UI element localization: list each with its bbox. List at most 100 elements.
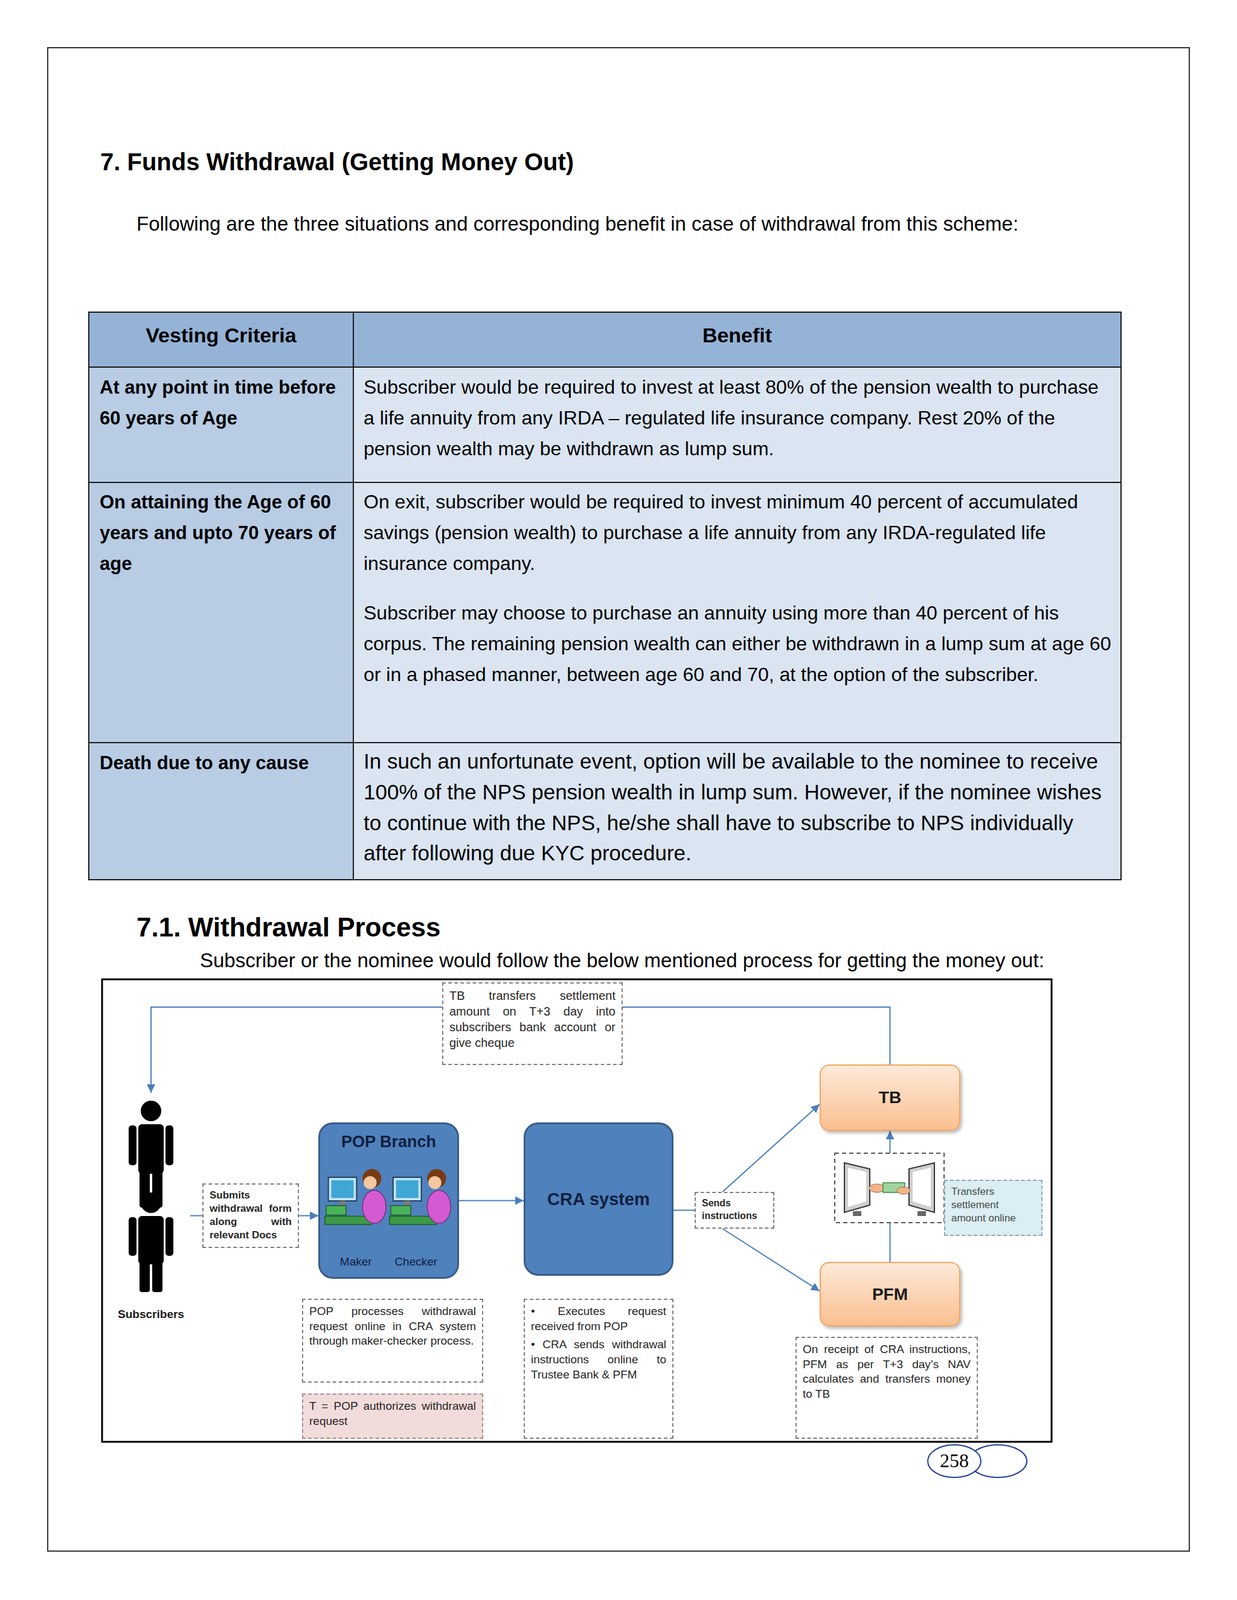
table-header: Benefit (353, 321, 1122, 349)
monitor-stand (917, 1211, 926, 1217)
table-grid (88, 312, 1122, 881)
table-cell (88, 742, 354, 881)
subscribers-actor: Subscribers (111, 1093, 191, 1322)
node-text: Submits withdrawal form along with relev… (209, 1189, 292, 1243)
label-box: Vesting Criteria (88, 321, 354, 349)
table-cell: Subscriber may choose to purchase an ann… (363, 597, 1113, 691)
node-text: • CRA sends withdrawal instructions onli… (530, 1337, 667, 1383)
label-box: 258 (928, 1450, 980, 1472)
figure-head (140, 1192, 162, 1214)
text-row: TB (825, 1088, 955, 1108)
cra-system-box: CRA system (523, 1122, 674, 1277)
page-number-ellipse (927, 1445, 981, 1478)
label-box: Death due to any cause (99, 747, 345, 779)
intro-text: Following are the three situations and c… (136, 211, 1224, 238)
monitor (844, 1163, 870, 1213)
table-cell (353, 742, 1122, 881)
step-note: Sends instructions (694, 1192, 775, 1230)
subsection-title: 7.1. Withdrawal Process (136, 912, 862, 945)
callout-note: • Executes request received from POP• CR… (523, 1299, 674, 1440)
label-box: On attaining the Age of 60 years and upt… (99, 486, 345, 580)
figure-arm (128, 1217, 137, 1257)
label-box: At any point in time before 60 years of … (99, 372, 345, 434)
table-header-cell (353, 312, 1122, 368)
figure-leg (139, 1262, 150, 1293)
node-text: On receipt of CRA instructions, PFM as p… (802, 1342, 971, 1403)
monitor-screen (848, 1168, 867, 1208)
body (362, 1190, 386, 1224)
figure-leg (152, 1262, 163, 1293)
section-title: 7. Funds Withdrawal (Getting Money Out) (100, 147, 946, 177)
text-row: On receipt of CRA instructions, PFM as p… (802, 1342, 971, 1403)
monitor (328, 1177, 357, 1202)
table-cell: At any point in time before 60 years of … (99, 372, 345, 434)
intro-text: Subscriber or the nominee would follow t… (199, 948, 1227, 974)
text-row: Sends instructions (701, 1197, 768, 1224)
monitor-stand (852, 1211, 862, 1217)
node-text: TB transfers settlement amount on T+3 da… (449, 988, 616, 1051)
monitor-screen (912, 1168, 931, 1208)
table-header: Vesting Criteria (88, 321, 354, 349)
table-cell: Subscriber would be required to invest a… (363, 372, 1113, 466)
flow-connector (622, 1007, 891, 1065)
table-cell (88, 367, 354, 483)
node-text: Checker (394, 1255, 438, 1270)
body (427, 1190, 451, 1224)
text-row: Subscribers (111, 1308, 191, 1322)
monitor-screen (331, 1180, 354, 1199)
text-row: T = POP authorizes withdrawal request (309, 1399, 476, 1430)
label-box: 7.1. Withdrawal Process (136, 912, 862, 945)
monitor-screen (396, 1180, 419, 1199)
icon-frame (834, 1153, 945, 1224)
label-box: In such an unfortunate event, option wil… (363, 746, 1113, 870)
hand (869, 1184, 885, 1193)
face (363, 1176, 377, 1190)
node-text: • Executes request received from POP (530, 1304, 667, 1335)
callout-note: On receipt of CRA instructions, PFM as p… (795, 1337, 978, 1440)
flow-connector (190, 1215, 203, 1218)
callout-note: POP processes withdrawal request online … (302, 1299, 484, 1384)
callout-note: TB transfers settlement amount on T+3 da… (442, 982, 623, 1066)
flow-connector (298, 1215, 319, 1218)
computer-case (390, 1206, 411, 1216)
computer-case (326, 1206, 347, 1216)
text-row: Submits withdrawal form along with relev… (209, 1189, 292, 1243)
diagram-frame (102, 979, 1052, 1443)
text-row: PFM (825, 1285, 955, 1305)
table-cell (353, 367, 1122, 483)
table-cell: Death due to any cause (99, 747, 345, 779)
figure-arm (165, 1125, 174, 1166)
label-box: Following are the three situations and c… (136, 211, 1224, 238)
trustee-bank-box: TB (819, 1064, 961, 1132)
label-box: Subscriber would be required to invest a… (363, 372, 1113, 466)
title-box: 7. Funds Withdrawal (Getting Money Out) (100, 147, 946, 177)
text-row: Maker Checker (328, 1255, 449, 1270)
pop-branch-box: POP BranchMaker Checker (318, 1122, 460, 1280)
pfm-box: PFM (819, 1262, 961, 1327)
monitor-stand (339, 1201, 346, 1207)
text-row: Transfers settlement amount online (951, 1185, 1036, 1226)
node-text: TB (825, 1088, 955, 1108)
monitor-stand (404, 1201, 411, 1207)
text-row: POP processes withdrawal request online … (309, 1304, 476, 1350)
node-text: CRA system (533, 1189, 664, 1210)
callout-note: T = POP authorizes withdrawal request (302, 1394, 484, 1440)
node-text: POP Branch (328, 1133, 449, 1152)
text-row: TB transfers settlement amount on T+3 da… (449, 988, 616, 1051)
online-transfer-icon (834, 1153, 945, 1224)
subscriber-figures (128, 1101, 174, 1293)
page-border (47, 47, 1190, 1552)
label-box: Benefit (353, 321, 1122, 349)
monitor (393, 1177, 422, 1202)
checker-icon (389, 1169, 451, 1225)
figure-arm (128, 1125, 137, 1166)
node-text: Transfers settlement amount online (951, 1185, 1036, 1226)
flow-connector (673, 1210, 695, 1212)
step-note: Submits withdrawal form along with relev… (202, 1183, 299, 1249)
flow-connector (151, 1007, 443, 1094)
node-text: Maker (340, 1255, 373, 1270)
figure-body (138, 1216, 164, 1265)
table-cell: On attaining the Age of 60 years and upt… (99, 486, 345, 580)
node-text: POP processes withdrawal request online … (309, 1304, 476, 1350)
